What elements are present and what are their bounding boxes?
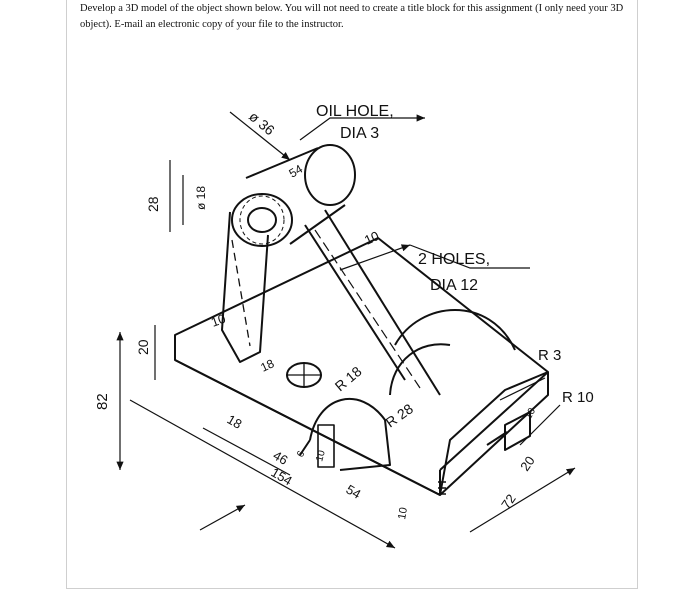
dim-46: 46 [271, 448, 291, 468]
right-step [438, 411, 531, 495]
dim-82: 82 [94, 393, 111, 410]
rear-boss [389, 309, 516, 396]
dim-20-left: 20 [135, 339, 151, 355]
dim-20-right: 20 [517, 453, 538, 473]
dim-28: 28 [145, 196, 161, 212]
note-oil-hole-1: OIL HOLE, [316, 103, 394, 120]
view-arrow [199, 504, 246, 531]
dim-r3: R 3 [538, 347, 561, 364]
dim-dia18: ø 18 [194, 186, 208, 210]
isometric-drawing: OIL HOLE, DIA 3 2 HOLES, DIA 12 ø 36 54 … [94, 103, 594, 549]
column-support [221, 211, 269, 363]
dim-r10: R 10 [562, 389, 594, 406]
dim-r18: R 18 [332, 363, 365, 394]
base-hole [286, 362, 322, 388]
dim-154: 154 [269, 465, 295, 489]
dim-10-slot: 10 [314, 449, 328, 463]
r10-leader [519, 404, 561, 446]
top-boss [231, 144, 356, 247]
dim-10-top: 10 [362, 228, 381, 248]
dim-10-right: 10 [523, 406, 538, 422]
r3-leader [499, 377, 546, 401]
dim-18-circle: 18 [258, 356, 276, 374]
oil-hole-leader [299, 114, 425, 141]
dim-dia36: ø 36 [246, 108, 278, 138]
dim-10-left: 10 [209, 311, 228, 330]
instructions-text: Develop a 3D model of the object shown b… [80, 3, 624, 30]
holes-leader-tail [409, 244, 530, 269]
note-holes-2: DIA 12 [430, 277, 478, 294]
dim-54-bottom: 54 [344, 482, 364, 502]
base-plate [174, 237, 549, 496]
dim-54-top: 54 [287, 162, 306, 181]
note-holes-1: 2 HOLES, [418, 251, 490, 268]
dim-6: 6 [295, 449, 308, 460]
dim-154-line [129, 399, 396, 549]
dim-46-line [202, 427, 291, 476]
dim-r28: R 28 [383, 400, 417, 430]
dim-10-bottom: 10 [396, 506, 410, 520]
dim-72-line [469, 467, 576, 533]
dim-36-leader [229, 111, 291, 161]
holes-leader [339, 244, 411, 271]
note-oil-hole-2: DIA 3 [340, 125, 379, 142]
dim-18-base: 18 [225, 412, 245, 432]
dim-72: 72 [498, 491, 519, 511]
front-slot [299, 397, 391, 471]
page-frame [66, 0, 638, 589]
